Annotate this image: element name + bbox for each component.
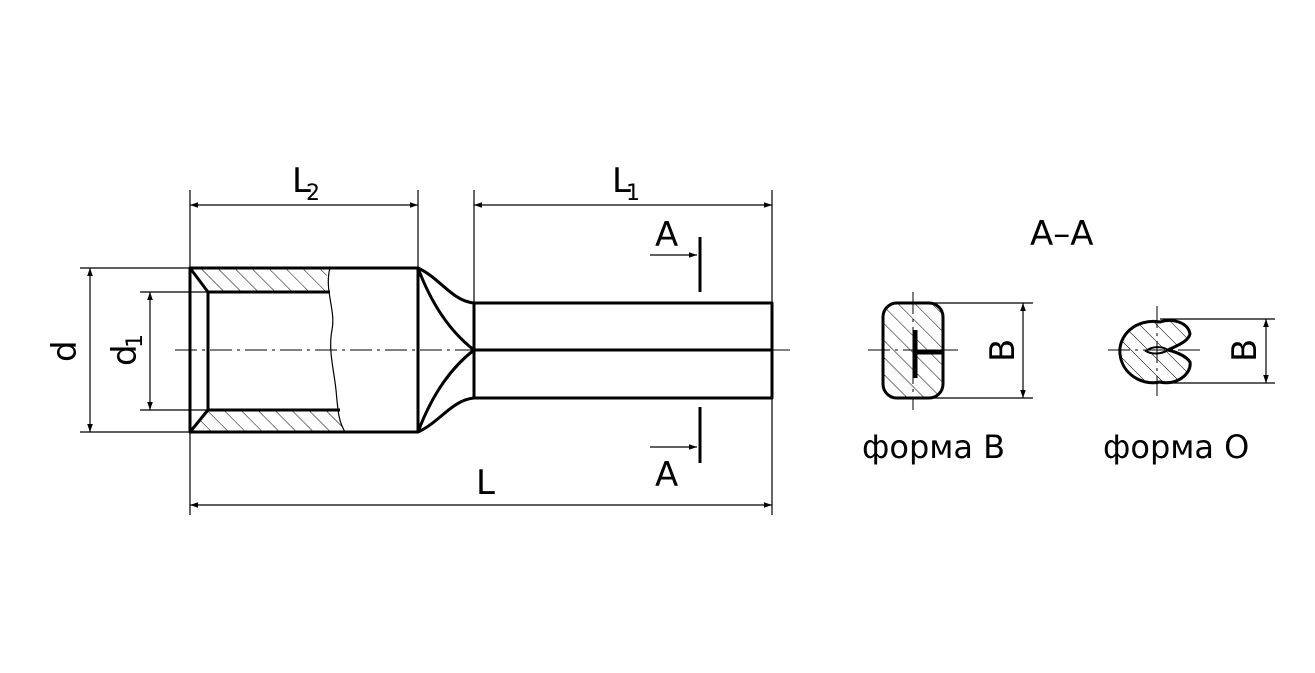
dim-b-form-o-label: B [1225, 339, 1265, 362]
cone-line-top [416, 267, 475, 352]
dim-L-label: L [476, 463, 495, 503]
sleeve-wall-bottom-hatch [190, 410, 345, 432]
dim-d1-label: d [105, 344, 145, 366]
dim-L2-label: L [292, 161, 311, 201]
dim-d1-sub: 1 [123, 334, 148, 348]
caption-form-b: форма В [862, 428, 1005, 466]
chamfer-top [188, 267, 210, 293]
dim-L2-sub: 2 [306, 181, 320, 206]
ferrule-main-view [175, 266, 790, 434]
cone-line-bottom [416, 348, 475, 433]
section-form-b: B форма В [862, 292, 1033, 466]
sleeve-wall-top-hatch [190, 268, 330, 292]
dim-L1-sub: 1 [626, 181, 640, 206]
section-label-bottom: A [655, 455, 678, 495]
dim-b-form-b-label: B [983, 339, 1023, 362]
caption-form-o: форма O [1103, 428, 1249, 466]
chamfer-bottom [188, 409, 210, 433]
break-line [327, 267, 346, 433]
dimensions: L 2 L 1 L d d 1 A A [45, 161, 773, 515]
section-title: A–A [1030, 214, 1094, 254]
dim-L1-label: L [612, 161, 631, 201]
section-form-o: B форма O [1103, 306, 1275, 466]
dim-d-label: d [45, 340, 85, 362]
section-label-top: A [655, 215, 678, 255]
